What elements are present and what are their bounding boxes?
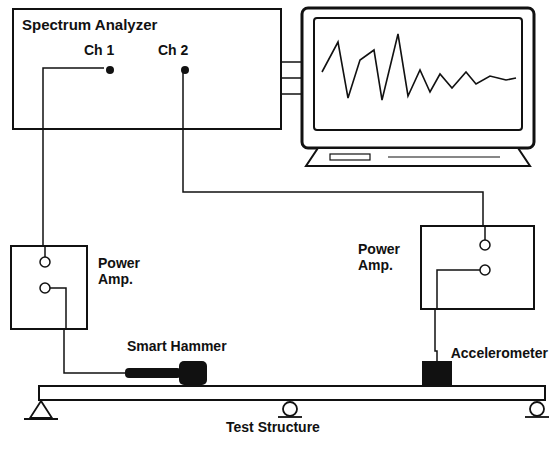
accelerometer: Accelerometer	[422, 361, 452, 385]
wire-line	[435, 310, 437, 361]
power-amp-box: Power Amp.	[420, 225, 535, 310]
label-holder: Test Structure	[226, 419, 320, 435]
channel-label: Ch 2	[158, 42, 188, 58]
label-holder: Power Amp.	[98, 255, 158, 287]
test-beam: Test Structure	[38, 385, 546, 401]
label-holder: Ch 2	[158, 42, 188, 58]
node-label: Power Amp.	[358, 241, 418, 273]
node-label: Smart Hammer	[127, 338, 227, 354]
node-label: Accelerometer	[451, 345, 548, 361]
analyzer-box: Spectrum Analyzer Ch 1 Ch 2	[12, 8, 282, 130]
wire-line	[183, 72, 483, 225]
label-holder: Ch 1	[84, 42, 114, 58]
signal-wire	[43, 68, 104, 245]
computer-monitor	[302, 8, 534, 166]
signal-wire	[183, 72, 483, 225]
wire-line	[64, 330, 125, 373]
wire-line	[43, 68, 104, 245]
terminal-symbols	[125, 361, 207, 385]
terminal-symbols	[422, 227, 533, 308]
label-holder: Power Amp.	[358, 241, 418, 273]
channel-label: Ch 1	[84, 42, 114, 58]
label-holder: Accelerometer	[451, 345, 548, 361]
supports	[24, 401, 549, 419]
terminal-symbols	[12, 247, 86, 328]
signal-wire	[64, 330, 125, 373]
power-amp-box: Power Amp.	[10, 245, 88, 330]
node-label: Spectrum Analyzer	[22, 16, 157, 33]
signal-wire	[435, 310, 437, 361]
data-cables	[282, 62, 302, 94]
label-holder: Spectrum Analyzer	[22, 16, 157, 33]
node-label: Test Structure	[226, 419, 320, 435]
label-holder: Smart Hammer	[127, 338, 227, 354]
smart-hammer: Smart Hammer	[125, 361, 207, 385]
node-label: Power Amp.	[98, 255, 158, 287]
